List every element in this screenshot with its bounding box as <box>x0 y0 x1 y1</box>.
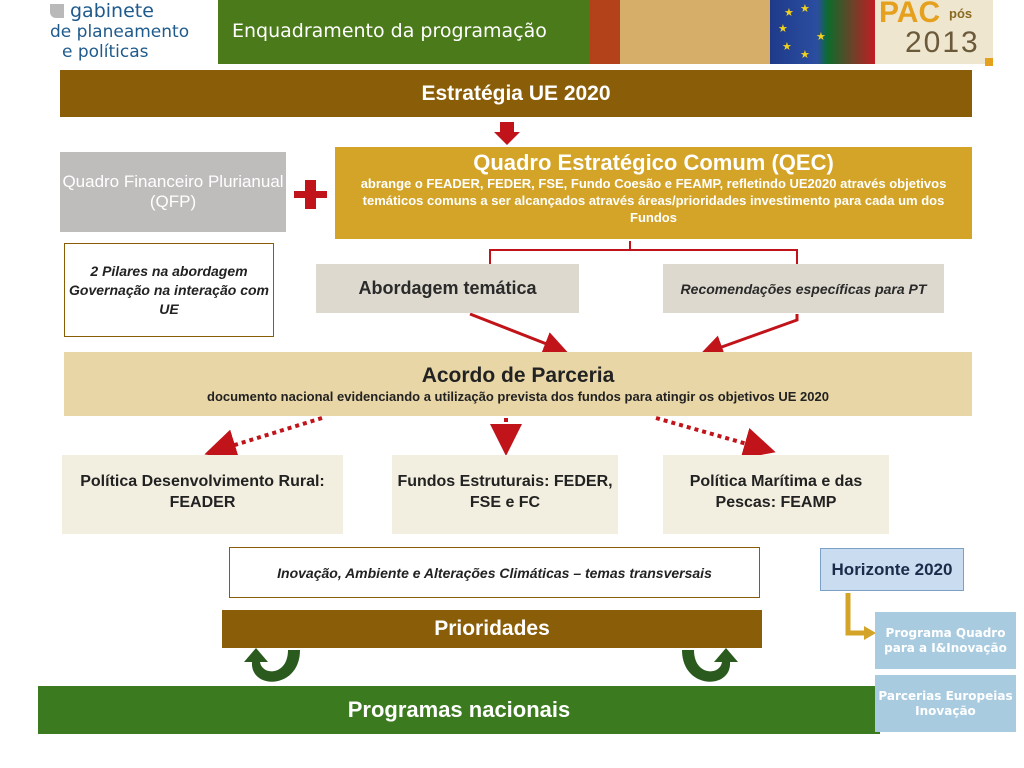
horizonte-connector-arrow <box>845 593 866 636</box>
recomendacoes-label: Recomendações específicas para PT <box>680 280 927 297</box>
politica-maritima-box: Política Marítima e das Pescas: FEAMP <box>663 455 889 534</box>
abordagem-tematica-box: Abordagem temática <box>316 264 579 313</box>
star-icon: ★ <box>782 41 792 53</box>
pilares-label: 2 Pilares na abordagem Governação na int… <box>69 262 269 317</box>
header-band-tan <box>620 0 770 64</box>
pac-pos-2013-logo: PAC pós 2013 <box>875 0 993 64</box>
fundos-estruturais-box: Fundos Estruturais: FEDER, FSE e FC <box>392 455 618 534</box>
qec-box: Quadro Estratégico Comum (QEC) abrange o… <box>335 147 972 239</box>
down-arrow-icon <box>494 122 520 145</box>
cycle-arrow-icon <box>244 648 300 682</box>
fundos-estruturais-label: Fundos Estruturais: FEDER, FSE e FC <box>397 473 613 511</box>
temas-transversais-box: Inovação, Ambiente e Alterações Climátic… <box>229 547 760 598</box>
politica-maritima-label: Política Marítima e das Pescas: FEAMP <box>689 473 863 511</box>
dotted-arrow-to-maritima <box>655 416 776 459</box>
pac-text: PAC <box>879 0 941 29</box>
qec-bracket-line <box>489 241 798 264</box>
pilares-box: 2 Pilares na abordagem Governação na int… <box>64 243 274 337</box>
acordo-parceria-box: Acordo de Parceria documento nacional ev… <box>64 352 972 416</box>
logo-line-3: e políticas <box>62 42 149 62</box>
pac-accent-square <box>985 58 993 66</box>
programa-quadro-box: Programa Quadro para a I&Inovação <box>875 612 1016 669</box>
estrategia-ue-2020-box: Estratégia UE 2020 <box>60 70 972 117</box>
star-icon: ★ <box>800 49 810 61</box>
pos-text: pós <box>949 6 973 21</box>
qec-title: Quadro Estratégico Comum (QEC) <box>473 150 834 175</box>
gpp-logo: gabinete de planeamento e políticas <box>0 0 215 66</box>
red-plus-icon <box>294 180 327 209</box>
qec-subtitle: abrange o FEADER, FEDER, FSE, Fundo Coes… <box>360 176 947 225</box>
star-icon: ★ <box>778 23 788 35</box>
estrategia-label: Estratégia UE 2020 <box>421 81 611 105</box>
prioridades-label: Prioridades <box>434 617 550 640</box>
logo-line-2: de planeamento <box>50 22 190 42</box>
horizonte-label: Horizonte 2020 <box>831 559 953 579</box>
eu-portugal-flags-image: ★ ★ ★ ★ ★ ★ <box>770 0 875 64</box>
title-bar: Enquadramento da programação <box>218 0 590 64</box>
programas-nacionais-box: Programas nacionais <box>38 686 880 734</box>
programas-label: Programas nacionais <box>347 697 571 722</box>
arrow-recomendacoes-to-acordo <box>699 314 799 359</box>
politica-rural-label: Política Desenvolvimento Rural: FEADER <box>80 473 325 511</box>
year-text: 2013 <box>905 26 980 59</box>
star-icon: ★ <box>800 3 810 15</box>
programa-quadro-label: Programa Quadro para a I&Inovação <box>884 625 1007 655</box>
logo-line-1: gabinete <box>70 0 154 22</box>
acordo-title: Acordo de Parceria <box>421 364 615 387</box>
politica-rural-box: Política Desenvolvimento Rural: FEADER <box>62 455 343 534</box>
parcerias-label: Parcerias Europeias Inovação <box>878 688 1013 718</box>
star-icon: ★ <box>784 7 794 19</box>
qfp-box: Quadro Financeiro Plurianual (QFP) <box>60 152 286 232</box>
page-title: Enquadramento da programação <box>232 20 547 42</box>
prioridades-box: Prioridades <box>222 610 762 648</box>
abordagem-label: Abordagem temática <box>358 278 537 298</box>
arrow-abordagem-to-acordo <box>469 312 568 355</box>
recomendacoes-box: Recomendações específicas para PT <box>663 264 944 313</box>
acordo-subtitle: documento nacional evidenciando a utiliz… <box>207 389 829 404</box>
dotted-arrow-to-rural <box>204 416 323 461</box>
horizonte-2020-box: Horizonte 2020 <box>820 548 964 591</box>
parcerias-europeias-box: Parcerias Europeias Inovação <box>875 675 1016 732</box>
star-icon: ★ <box>816 31 826 43</box>
logo-mark-icon <box>50 4 64 18</box>
qfp-label: Quadro Financeiro Plurianual (QFP) <box>62 172 284 211</box>
cycle-arrow-icon <box>682 648 738 682</box>
inovacao-label: Inovação, Ambiente e Alterações Climátic… <box>277 564 712 581</box>
header-band-red <box>590 0 620 64</box>
